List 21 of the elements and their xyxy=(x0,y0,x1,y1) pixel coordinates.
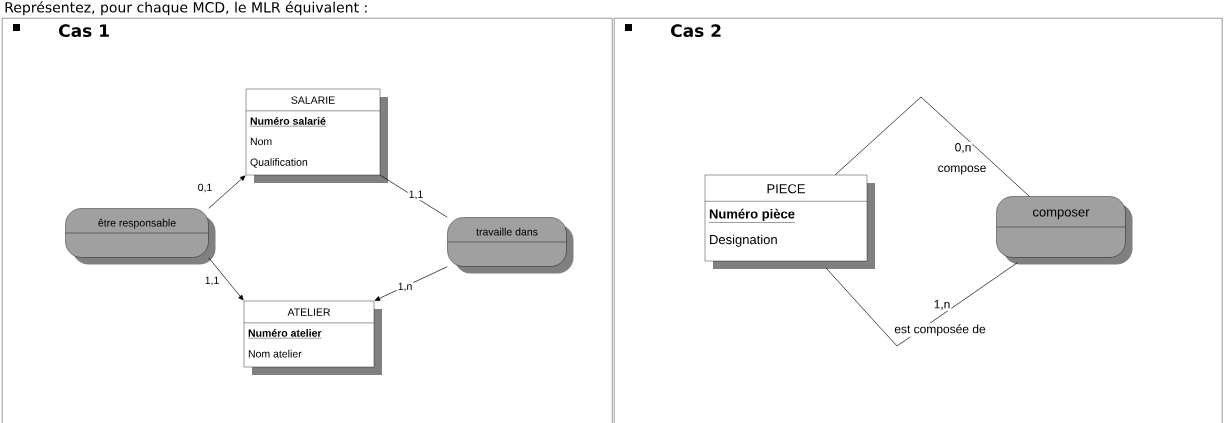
entity-box: SALARIE Numéro salarié Nom Qualification xyxy=(245,88,388,183)
title: Représentez, pour chaque MCD, le MLR équivalent : xyxy=(5,1,367,16)
connector-line xyxy=(825,262,1018,347)
cardinality-label: 0,1 xyxy=(196,182,214,194)
connector-line xyxy=(208,175,246,209)
cardinality-label: 1,n xyxy=(396,281,414,293)
connector-line xyxy=(379,174,448,218)
cardinality-label: 1,n xyxy=(932,299,952,311)
entity-box: PIECE Numéro pièce Designation xyxy=(704,174,875,269)
relationship-box: être responsable xyxy=(65,208,216,265)
connector-line xyxy=(208,257,244,301)
cardinality-label: 0,n xyxy=(953,142,973,154)
cardinality-label: 1,1 xyxy=(203,275,221,287)
relationship-box: composer xyxy=(996,196,1133,265)
connector-line xyxy=(834,96,1030,197)
entity-box: ATELIER Numéro atelier Nom atelier xyxy=(243,300,382,375)
cardinality-label: 1,1 xyxy=(407,189,425,201)
connector-line xyxy=(374,266,448,301)
role-label: compose xyxy=(936,164,988,176)
relationship-box: travaille dans xyxy=(447,217,574,274)
role-label: est composée de xyxy=(893,323,987,337)
